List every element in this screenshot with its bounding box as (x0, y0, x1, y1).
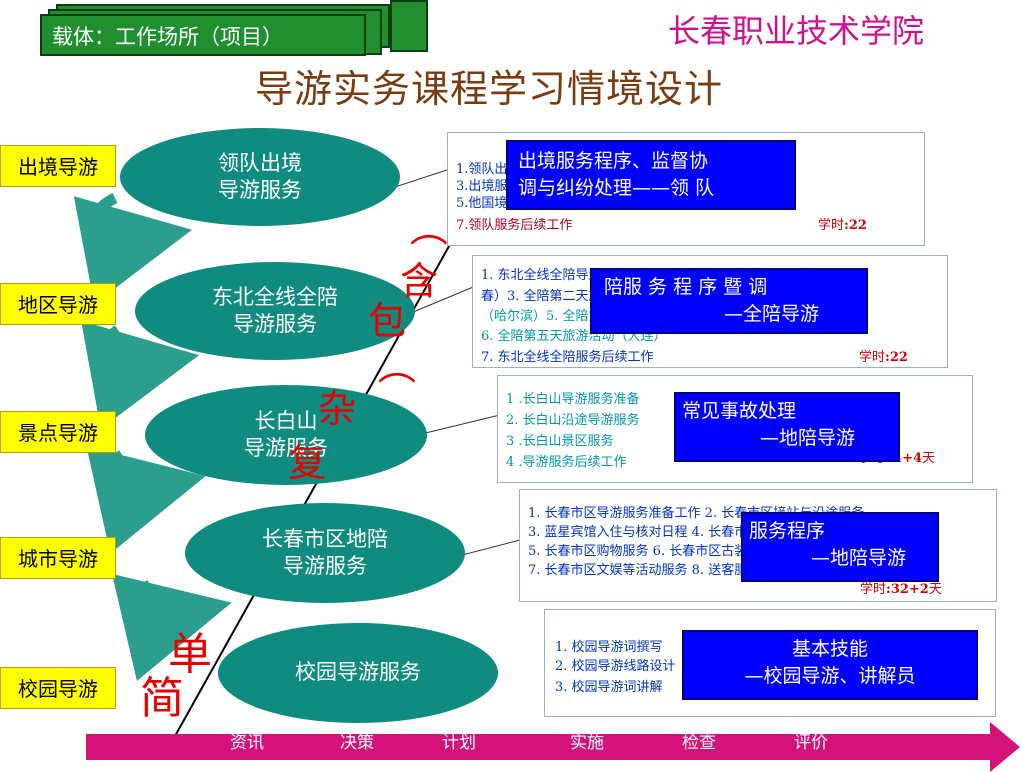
carrier-tag-shadow-3 (390, 0, 428, 52)
task-item: 4 .导游服务后续工作 (506, 455, 627, 470)
annotation-complex-2: 复 (288, 441, 327, 485)
page-title: 导游实务课程学习情境设计 (255, 67, 724, 111)
curved-arrow-2 (81, 320, 200, 429)
annotation-complex-1: 杂 (318, 387, 357, 431)
hours-label: 学时:22 (859, 350, 908, 365)
skill-overlay-outbound: 出境服务程序、监督协 调与纠纷处理——领 队 (506, 140, 796, 210)
level-label-regional: 地区导游 (0, 283, 116, 325)
annotation-simple-2: 简 (140, 673, 184, 724)
hours-label: 学时:22 (818, 218, 867, 233)
task-item: 3 .长白山景区服务 (506, 434, 614, 449)
annotation-paren-open: （ (405, 208, 450, 247)
skill-overlay-changchun: 服务程序 —地陪导游 (741, 512, 939, 582)
service-label: 长春市区地陪 导游服务 (262, 526, 388, 578)
service-ellipse-changbai: 长白山 导游服务 (145, 385, 427, 485)
task-box-changchun: 1. 长春市区导游服务准备工作 2. 长春市区接站与沿途服务 3. 蓝星宾馆入住… (519, 489, 997, 602)
service-ellipse-changchun: 长春市区地陪 导游服务 (185, 503, 465, 603)
service-label: 领队出境 导游服务 (218, 150, 302, 202)
process-step-4: 实施 (570, 733, 604, 753)
process-step-1: 资讯 (230, 733, 264, 753)
task-item: 5.他国境内 (456, 196, 521, 211)
task-item: 1 .长白山导游服务准备 (506, 392, 640, 407)
task-item: 2. 长白山沿途导游服务 (506, 413, 640, 428)
school-name: 长春职业技术学院 (668, 12, 925, 50)
skill-overlay-northeast: 陪服 务 程 序 暨 调 —全陪导游 (590, 268, 868, 334)
annotation-simple-1: 单 (168, 629, 212, 680)
process-step-3: 计划 (442, 733, 476, 753)
level-label-city: 城市导游 (0, 537, 116, 579)
task-item: 1.领队出境 (456, 162, 521, 177)
annotation-contain-1: 含 (400, 259, 439, 303)
level-label-campus: 校园导游 (0, 667, 116, 709)
hours-label: 学时:32+2天 (860, 582, 942, 597)
curved-arrows (73, 193, 232, 681)
service-ellipse-outbound: 领队出境 导游服务 (120, 128, 400, 226)
skill-overlay-changbai: 常见事故处理 —地陪导游 (674, 392, 900, 462)
annotation-paren-close: （ (373, 346, 418, 385)
curved-arrow-4 (112, 573, 232, 681)
task-item: 7. 东北全线全陪服务后续工作 (481, 350, 654, 365)
service-label: 长白山 导游服务 (244, 408, 328, 460)
process-bar-arrowhead (990, 722, 1020, 772)
task-item: 2. 校园导游线路设计 (555, 659, 676, 674)
process-bar (86, 734, 996, 760)
service-ellipse-northeast: 东北全线全陪 导游服务 (135, 262, 415, 360)
skill-overlay-campus: 基本技能 —校园导游、讲解员 (682, 630, 978, 700)
annotation-contain-2: 包 (368, 299, 407, 343)
curved-arrow-3 (86, 446, 206, 554)
service-ellipse-campus: 校园导游服务 (218, 623, 498, 723)
task-item: 1. 校园导游词撰写 (555, 640, 663, 655)
task-item: 3. 校园导游词讲解 (555, 680, 663, 695)
service-label: 校园导游服务 (295, 660, 421, 685)
task-item: 3.出境服务 (456, 179, 521, 194)
level-label-outbound: 出境导游 (0, 145, 116, 187)
process-step-2: 决策 (340, 733, 374, 753)
service-label: 东北全线全陪 导游服务 (212, 284, 338, 336)
process-step-6: 评价 (794, 733, 828, 753)
curved-arrow-1 (73, 193, 193, 305)
task-item: 5. 长春市区购物服务 6. 长春市区古装用餐服务 (528, 544, 800, 559)
task-item: 7.领队服务后续工作 (456, 218, 573, 233)
process-step-5: 检查 (682, 733, 716, 753)
carrier-tag: 载体：工作场所（项目） (40, 14, 366, 56)
level-label-scenic: 景点导游 (0, 411, 116, 453)
